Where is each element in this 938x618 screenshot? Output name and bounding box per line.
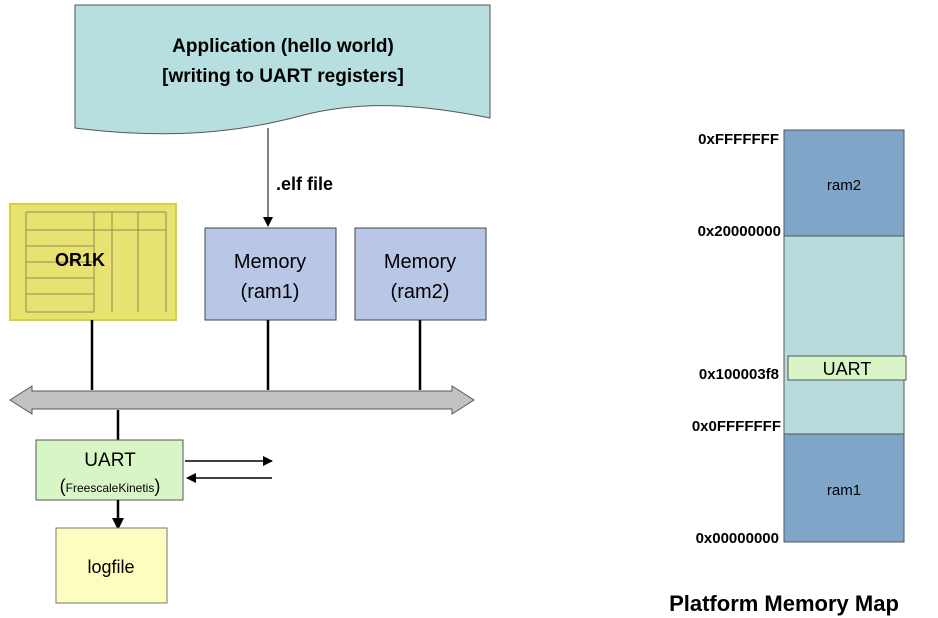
- memory-map: ram2 UART ram1 0xFFFFFFF 0x20000000 0x10…: [692, 129, 907, 547]
- uart-model-label: FreescaleKinetis: [66, 481, 155, 495]
- elf-file-label: .elf file: [276, 174, 333, 194]
- address-uart-base: 0x100003f8: [699, 366, 779, 383]
- uart-block-subtitle: (FreescaleKinetis): [60, 476, 161, 496]
- memory-ram1-title: Memory: [234, 251, 306, 273]
- map-region-ram2: [783, 129, 905, 237]
- address-ram1-top: 0x0FFFFFFF: [692, 418, 781, 435]
- processor-grid-lines: [25, 211, 167, 313]
- uart-block-title: UART: [84, 450, 136, 471]
- uart-paren-open: (: [60, 476, 66, 496]
- address-ram2-base: 0x20000000: [698, 223, 781, 240]
- map-region-unmapped: [783, 235, 905, 435]
- map-ram1-label: ram1: [827, 482, 861, 499]
- memory-ram1-name: (ram1): [241, 281, 300, 303]
- address-top: 0xFFFFFFF: [698, 131, 779, 148]
- memory-ram2-title: Memory: [384, 251, 456, 273]
- logfile-box: logfile: [55, 527, 168, 604]
- map-region-ram1: [783, 433, 905, 543]
- memory-map-title: Platform Memory Map: [669, 591, 899, 616]
- map-region-uart: [787, 355, 907, 381]
- bus-connectors: [90, 320, 422, 440]
- application-subtitle: [writing to UART registers]: [162, 66, 404, 87]
- application-box: Application (hello world) [writing to UA…: [74, 4, 491, 135]
- memory-ram2-block: Memory (ram2): [354, 227, 487, 321]
- logfile-label: logfile: [87, 557, 134, 577]
- uart-paren-close: ): [154, 476, 160, 496]
- system-bus: [9, 385, 475, 415]
- or1k-processor: OR1K: [9, 203, 177, 321]
- memory-ram1-block: Memory (ram1): [204, 227, 337, 321]
- memory-ram2-name: (ram2): [391, 281, 450, 303]
- map-ram2-label: ram2: [827, 177, 861, 194]
- application-title: Application (hello world): [172, 36, 394, 57]
- processor-label: OR1K: [55, 250, 105, 270]
- uart-block: UART (FreescaleKinetis): [35, 439, 184, 501]
- map-uart-label: UART: [823, 359, 872, 379]
- address-bottom: 0x00000000: [696, 530, 779, 547]
